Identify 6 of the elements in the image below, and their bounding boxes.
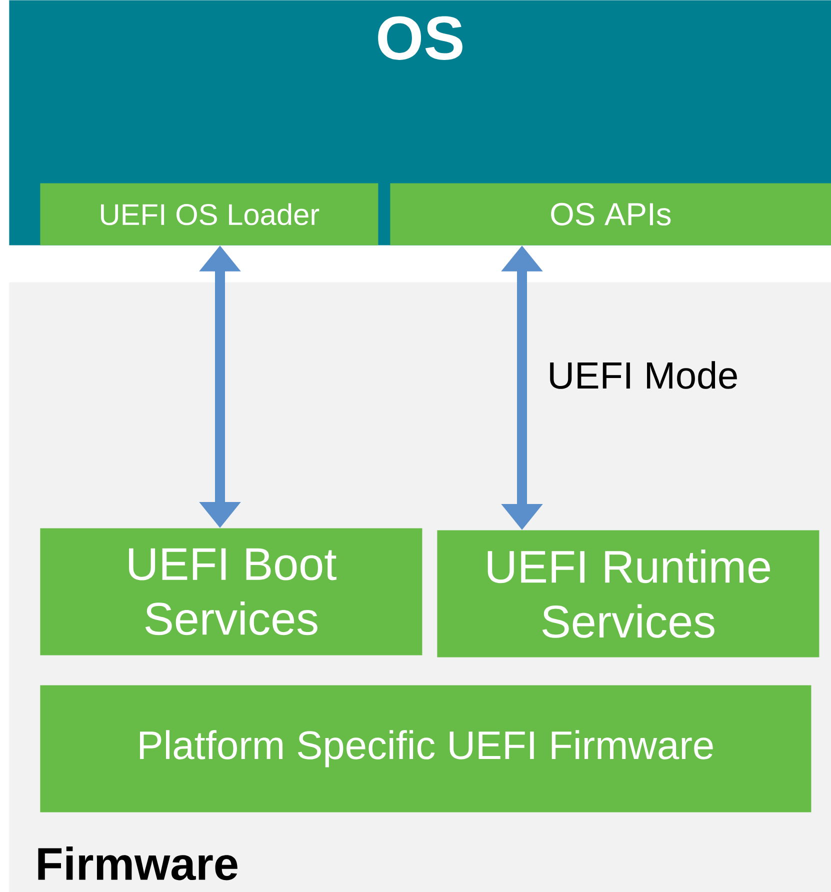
component-box: Platform Specific UEFI Firmware: [40, 685, 812, 812]
component-box: UEFI Boot Services: [40, 528, 422, 656]
component-box: UEFI OS Loader: [40, 183, 378, 246]
edge-label: UEFI Mode: [550, 361, 737, 389]
component-box: OS APIs: [390, 183, 831, 246]
component-box: UEFI Runtime Services: [437, 530, 820, 658]
